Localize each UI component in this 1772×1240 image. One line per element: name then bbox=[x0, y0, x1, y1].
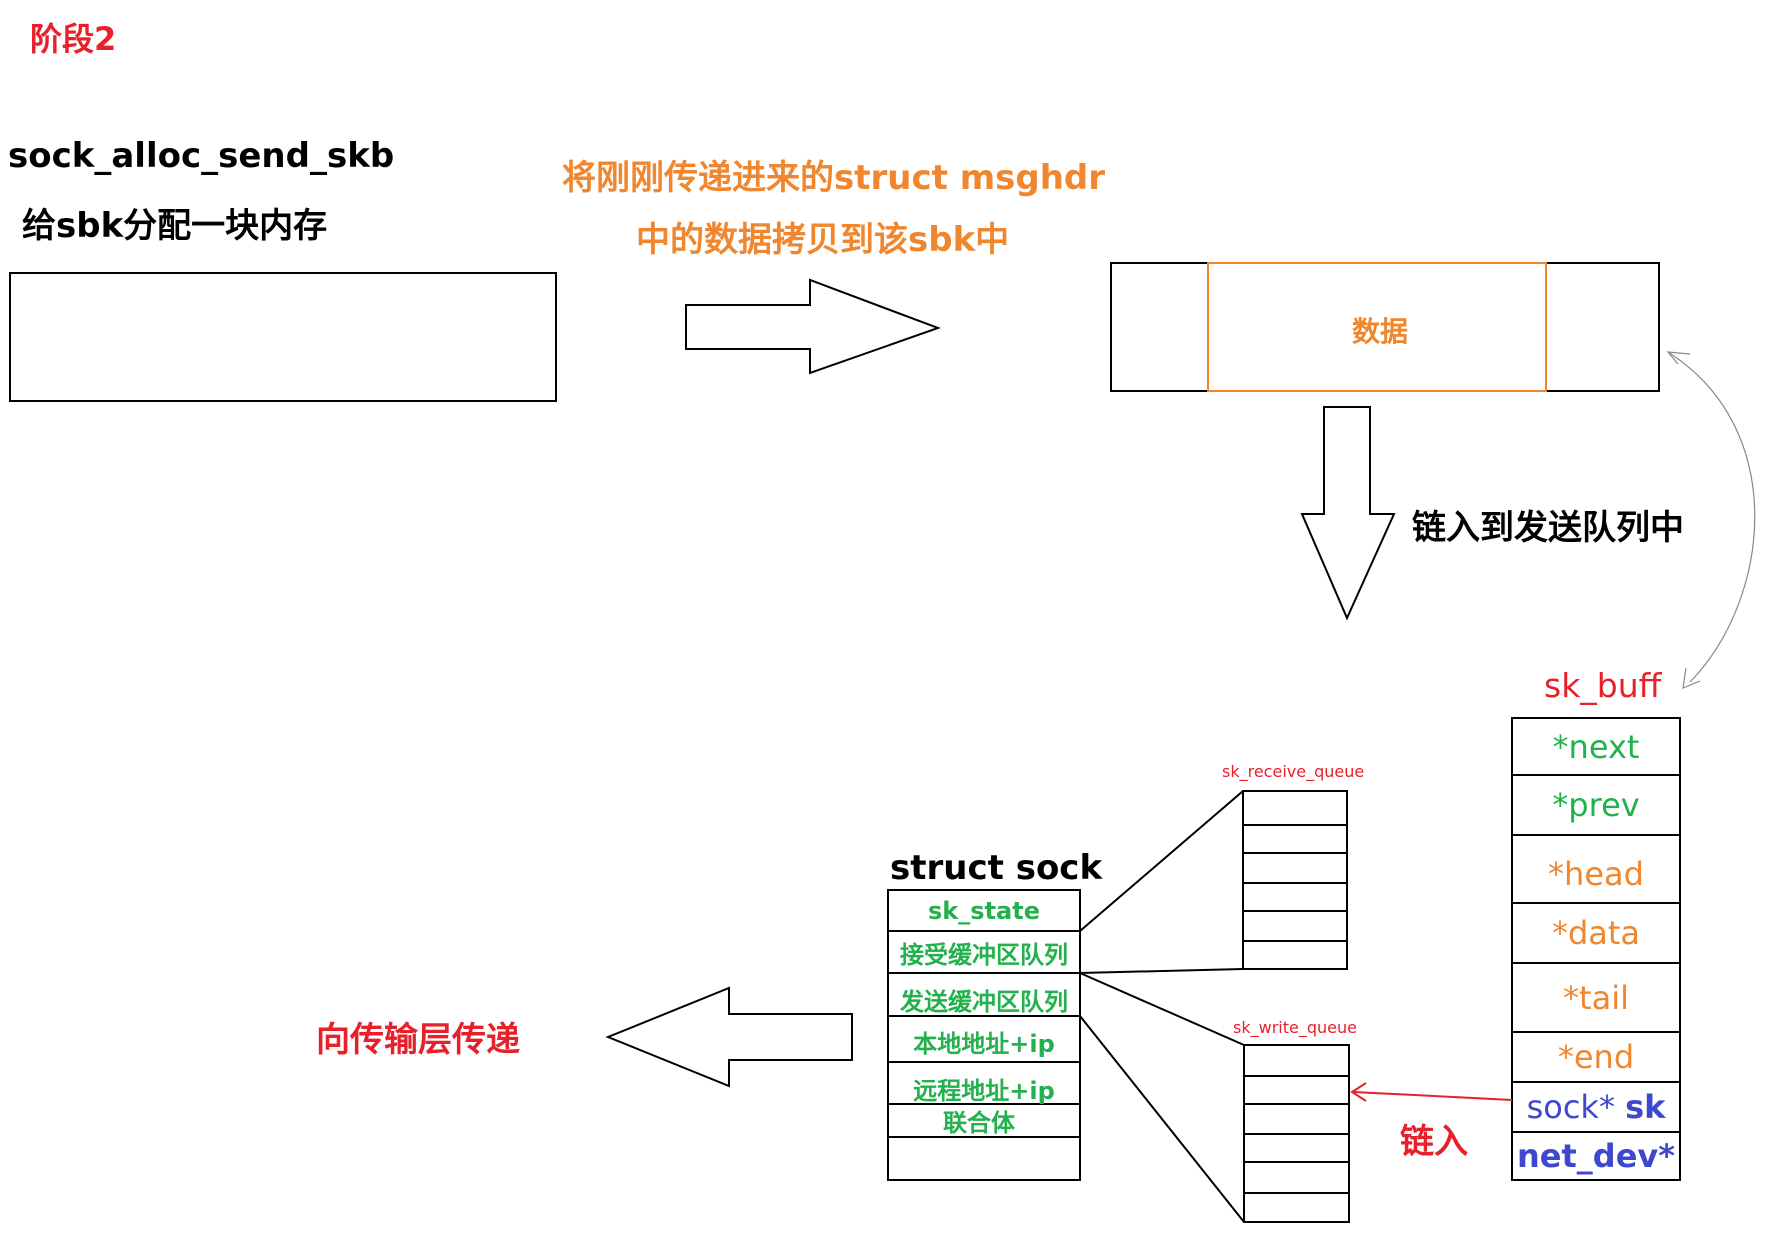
struct-sock-field-empty bbox=[888, 1137, 1080, 1180]
sk-buff-field-prev: *prev bbox=[1552, 786, 1640, 824]
write-queue-slots bbox=[1244, 1075, 1349, 1194]
struct-sock-field-send-queue: 发送缓冲区队列 bbox=[900, 987, 1068, 1016]
transport-label: 向传输层传递 bbox=[316, 1020, 520, 1060]
transport-arrow bbox=[605, 986, 853, 1088]
sk-buff-field-head: *head bbox=[1548, 855, 1644, 893]
sk-buff-field-tail: *tail bbox=[1563, 978, 1629, 1017]
sk-buff-field-sk-type: sock* bbox=[1526, 1088, 1626, 1126]
curved-connector-head-top bbox=[1666, 351, 1691, 365]
alloc-function-name: sock_alloc_send_skb bbox=[8, 136, 395, 176]
struct-sock-box bbox=[887, 889, 1081, 1181]
link-arrow-line bbox=[1353, 1091, 1513, 1101]
enqueue-arrow bbox=[1300, 406, 1396, 621]
struct-sock-title: struct sock bbox=[890, 848, 1103, 888]
struct-sock-field-state: sk_state bbox=[928, 896, 1040, 925]
sk-buff-field-end: *end bbox=[1557, 1038, 1635, 1076]
allocated-skb-box bbox=[9, 272, 557, 402]
struct-sock-field-recv-queue: 接受缓冲区队列 bbox=[900, 940, 1068, 969]
curved-connector-head-bottom bbox=[1682, 667, 1701, 689]
sk-buff-dividers bbox=[1512, 774, 1680, 1133]
sk-buff-field-sk-name: sk bbox=[1625, 1088, 1666, 1126]
struct-sock-field-union: 联合体 bbox=[943, 1108, 1015, 1137]
sk-buff-field-sk: sock* sk bbox=[1512, 1082, 1680, 1132]
sk-buff-title: sk_buff bbox=[1544, 666, 1662, 705]
copy-arrow bbox=[685, 278, 941, 375]
alloc-description: 给sbk分配一块内存 bbox=[22, 206, 328, 246]
enqueue-label: 链入到发送队列中 bbox=[1412, 508, 1684, 548]
sk-buff-box bbox=[1511, 717, 1681, 1181]
data-label: 数据 bbox=[1352, 315, 1409, 348]
write-queue-label: sk_write_queue bbox=[1233, 1018, 1357, 1037]
receive-queue-slots bbox=[1243, 824, 1347, 942]
sk-buff-field-data: *data bbox=[1551, 914, 1641, 952]
link-arrow-head bbox=[1350, 1082, 1367, 1102]
copy-note-line2: 中的数据拷贝到该sbk中 bbox=[636, 220, 1010, 260]
struct-sock-dividers bbox=[888, 930, 1080, 1138]
receive-queue-box bbox=[1242, 790, 1348, 970]
struct-sock-field-local-addr: 本地地址+ip bbox=[913, 1029, 1055, 1058]
curved-connector bbox=[1667, 351, 1756, 683]
data-region bbox=[1207, 262, 1547, 392]
receive-queue-label: sk_receive_queue bbox=[1222, 762, 1365, 781]
sk-buff-field-next: *next bbox=[1552, 727, 1640, 766]
struct-sock-field-remote-addr: 远程地址+ip bbox=[913, 1076, 1055, 1105]
stage-title: 阶段2 bbox=[30, 20, 117, 58]
sk-buff-field-net-dev: net_dev* bbox=[1517, 1137, 1675, 1175]
copy-note-line1: 将刚刚传递进来的struct msghdr bbox=[562, 158, 1106, 198]
queue-fan-lines bbox=[1079, 790, 1245, 1223]
link-label: 链入 bbox=[1400, 1122, 1468, 1162]
